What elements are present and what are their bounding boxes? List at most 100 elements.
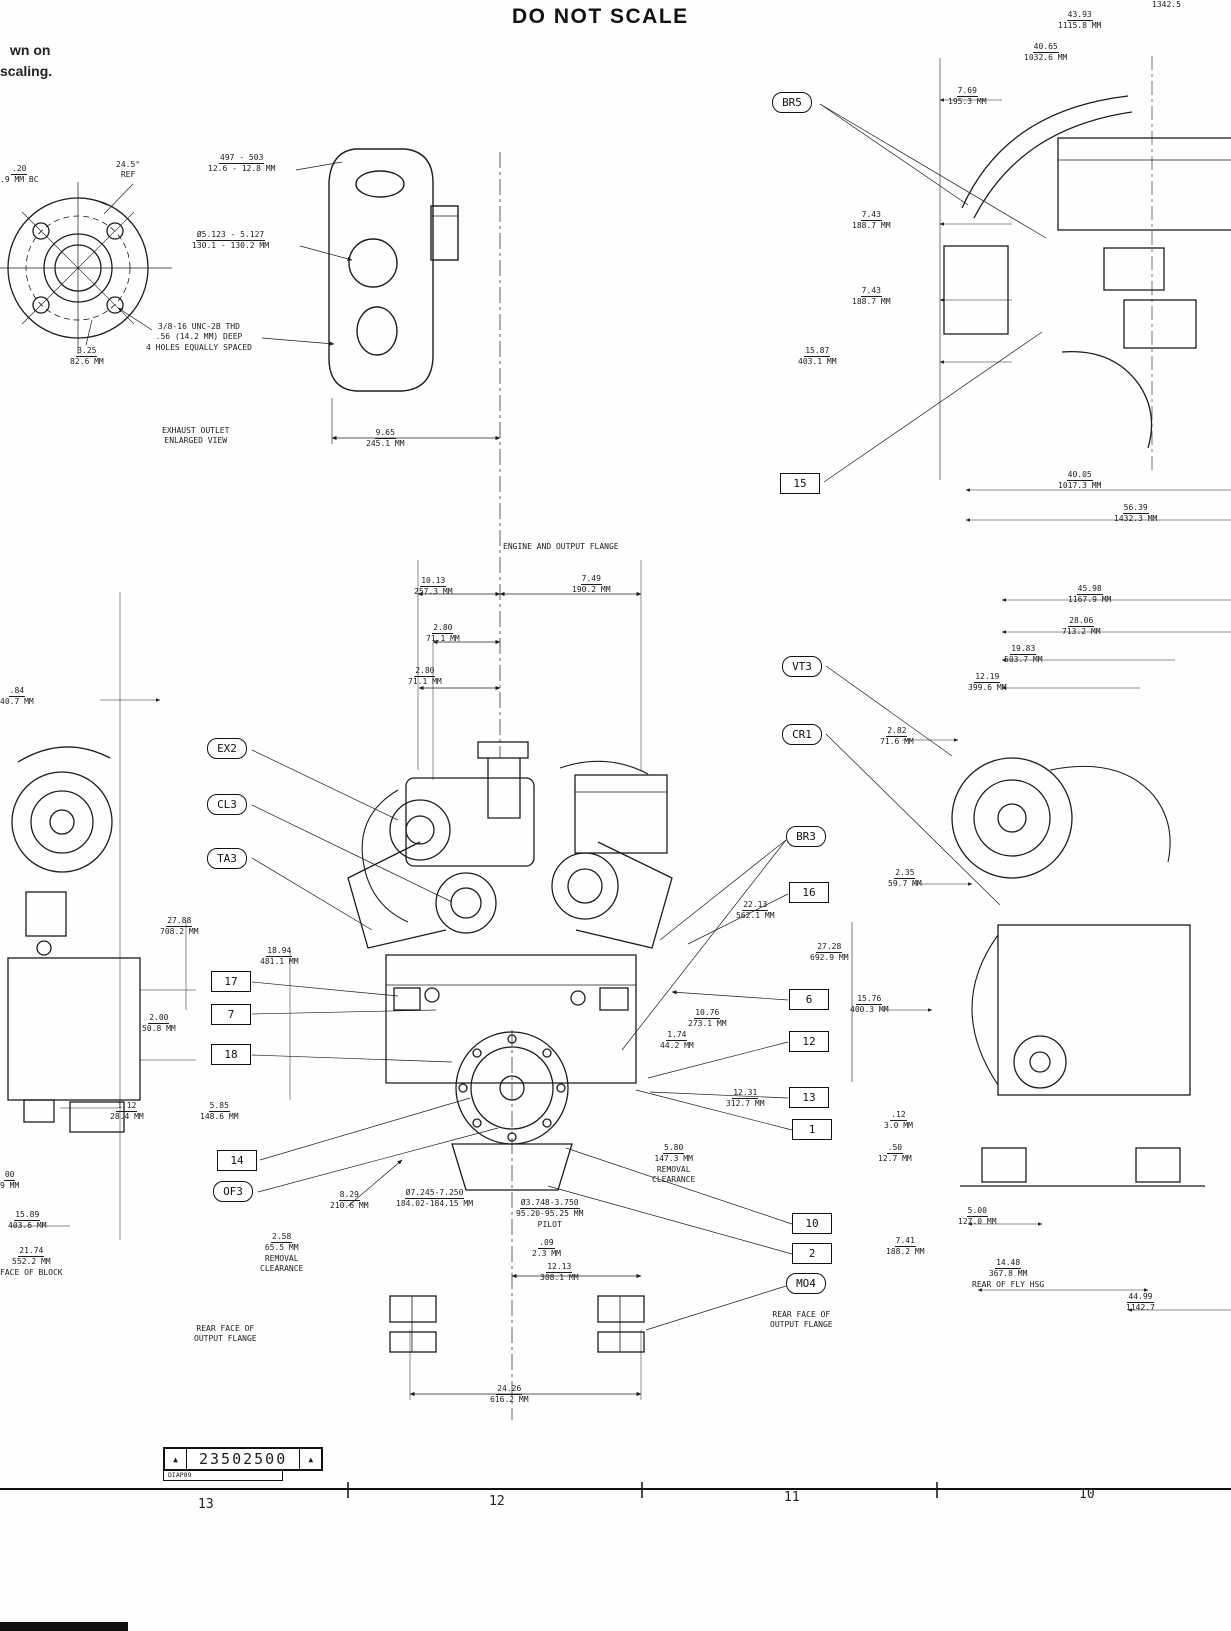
flange-detail-view xyxy=(0,182,172,354)
note-fragment: scaling. xyxy=(0,63,53,79)
grid-number: 13 xyxy=(198,1497,214,1512)
part-number: 23502500 xyxy=(199,1450,288,1468)
grid-number: 12 xyxy=(489,1494,505,1509)
callout-16: 16 xyxy=(789,882,829,903)
callout-cr1: CR1 xyxy=(782,724,822,745)
grid-number: 10 xyxy=(1079,1487,1095,1502)
callout-1: 1 xyxy=(792,1119,832,1140)
exhaust-outlet-enlarged-view xyxy=(261,148,501,444)
callout-ex2: EX2 xyxy=(207,738,247,759)
grid-number: 11 xyxy=(784,1490,800,1505)
drawing-code: DIAP89 xyxy=(163,1471,283,1481)
callout-vt3: VT3 xyxy=(782,656,822,677)
callout-of3: OF3 xyxy=(213,1181,253,1202)
callout-10: 10 xyxy=(792,1213,832,1234)
callout-mo4: MO4 xyxy=(786,1273,826,1294)
engine-left-side-view xyxy=(7,592,291,1240)
revision-triangle-icon: ▲ xyxy=(165,1449,187,1469)
dimension-label: .20.9 MM BC xyxy=(0,164,39,185)
center-dimension-lines xyxy=(417,560,642,780)
engine-right-side-view xyxy=(943,95,1231,1187)
note-fragment: wn on xyxy=(10,42,51,58)
callout-18: 18 xyxy=(211,1044,251,1065)
callout-12: 12 xyxy=(789,1031,829,1052)
dimension-label: 24.5°REF xyxy=(116,160,141,180)
callout-2: 2 xyxy=(792,1243,832,1264)
engine-rear-view xyxy=(347,741,673,1353)
callout-cl3: CL3 xyxy=(207,794,247,815)
leader-lines xyxy=(251,103,1047,1331)
callout-7: 7 xyxy=(211,1004,251,1025)
callout-ta3: TA3 xyxy=(207,848,247,869)
dimension-label: ENGINE AND OUTPUT FLANGE xyxy=(503,542,619,551)
callout-6: 6 xyxy=(789,989,829,1010)
right-dimension-lines xyxy=(851,56,1231,1312)
bottom-dimension-lines xyxy=(347,1159,642,1400)
callout-15: 15 xyxy=(780,473,820,494)
callout-br5: BR5 xyxy=(772,92,812,113)
dimension-label: 1342.5 xyxy=(1152,0,1181,9)
revision-triangle-icon: ▲ xyxy=(299,1449,321,1469)
sheet-border xyxy=(0,1482,1231,1631)
title-block: ▲ 23502500 ▲ DIAP89 xyxy=(163,1447,324,1481)
callout-14: 14 xyxy=(217,1150,257,1171)
callout-17: 17 xyxy=(211,971,251,992)
callout-13: 13 xyxy=(789,1087,829,1108)
